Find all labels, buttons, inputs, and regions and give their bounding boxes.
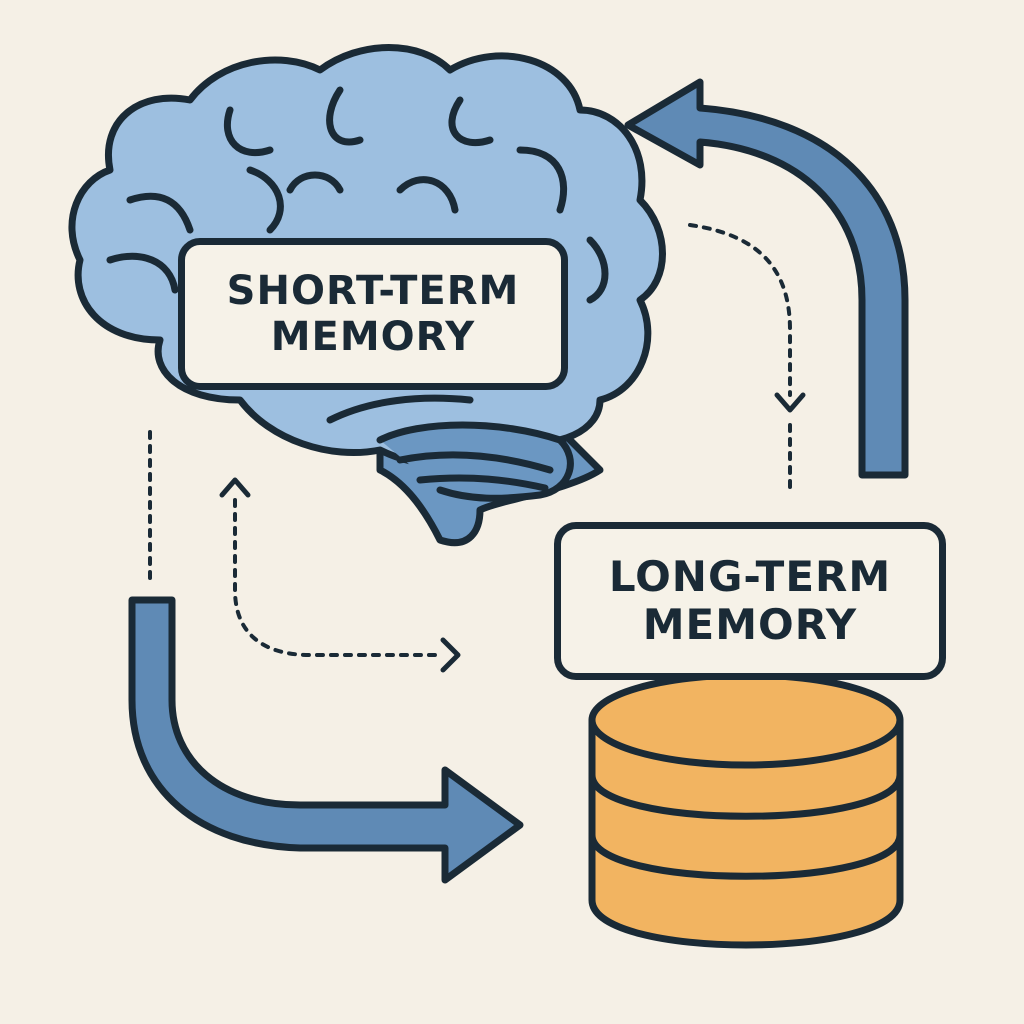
long-term-line2: MEMORY	[642, 600, 858, 649]
dotted-arrow-bidirectional	[233, 498, 442, 657]
short-term-memory-label: SHORT-TERM MEMORY	[178, 238, 568, 390]
chevron-down-icon	[774, 392, 806, 413]
short-term-line1: SHORT-TERM	[226, 268, 520, 314]
chevron-up-icon	[219, 477, 251, 498]
short-term-line2: MEMORY	[270, 314, 476, 360]
long-term-memory-label: LONG-TERM MEMORY	[554, 522, 946, 680]
curved-arrow-down-right	[128, 596, 524, 884]
curved-arrow-up-left	[624, 78, 909, 479]
long-term-line1: LONG-TERM	[608, 551, 892, 601]
chevron-right-icon	[440, 637, 461, 673]
database-icon	[588, 671, 904, 949]
dotted-arrow-down	[688, 223, 792, 492]
